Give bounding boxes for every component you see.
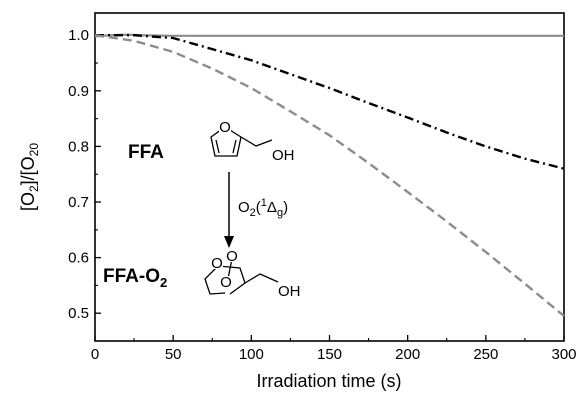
x-tick-label: 50	[165, 346, 182, 363]
x-axis: 0 50 100 150 200 250 300	[91, 335, 577, 363]
series-layer	[94, 33, 565, 317]
oxygen-mask-3	[220, 276, 232, 288]
hydroxymethyl-chain	[240, 136, 273, 147]
series-line-1	[94, 33, 564, 38]
endoperoxide-ring-left	[204, 265, 226, 295]
arrow-head	[224, 236, 234, 248]
endoperoxide-oxygen-1: O	[211, 255, 223, 272]
furan-ring	[210, 126, 242, 157]
y-tick-label: 0.6	[68, 250, 89, 267]
ffa-oh-label: OH	[272, 147, 295, 164]
furan-double-bond-right	[232, 139, 237, 154]
x-axis-title: Irradiation time (s)	[256, 371, 401, 391]
ffa-o2-label: FFA-O2	[103, 266, 167, 290]
y-tick-label: 0.5	[68, 305, 89, 322]
reaction-arrow: O2(1Δg)	[224, 172, 288, 248]
y-tick-label: 0.9	[68, 83, 89, 100]
x-tick-label: 250	[473, 346, 498, 363]
endoperoxide-oxygen-2: O	[226, 248, 238, 265]
y-axis: 0.5 0.6 0.7 0.8 0.9 1.0	[68, 27, 101, 322]
x-tick-label: 100	[239, 346, 264, 363]
endoperoxide-oxygen-3: O	[220, 274, 232, 291]
x-tick-label: 200	[395, 346, 420, 363]
series-line-2	[95, 34, 565, 170]
singlet-oxygen-label: O2(1Δg)	[238, 197, 288, 219]
furan-o-mask	[219, 120, 231, 133]
y-tick-label: 0.8	[68, 138, 89, 155]
endoperoxide-ring-right	[217, 265, 246, 295]
furan-double-bond-left	[215, 139, 220, 154]
product-oh-label: OH	[278, 283, 301, 300]
series-line-3	[94, 34, 565, 317]
y-tick-label: 1.0	[68, 27, 89, 44]
plot-frame	[94, 12, 565, 342]
x-tick-label: 150	[317, 346, 342, 363]
ffa-molecule: FFA O OH	[128, 119, 295, 164]
furan-oxygen: O	[219, 119, 231, 136]
x-tick-label: 0	[91, 346, 99, 363]
y-axis-title: [O2]/[O20	[18, 143, 41, 211]
ffa-o2-molecule: FFA-O2 O O O OH	[103, 248, 301, 300]
product-hydroxymethyl-chain	[244, 273, 279, 284]
x-tick-label: 300	[551, 346, 576, 363]
oxygen-mask-2	[226, 250, 238, 262]
oxygen-mask-1	[211, 257, 223, 269]
y-tick-label: 0.7	[68, 194, 89, 211]
ffa-label: FFA	[128, 142, 164, 163]
